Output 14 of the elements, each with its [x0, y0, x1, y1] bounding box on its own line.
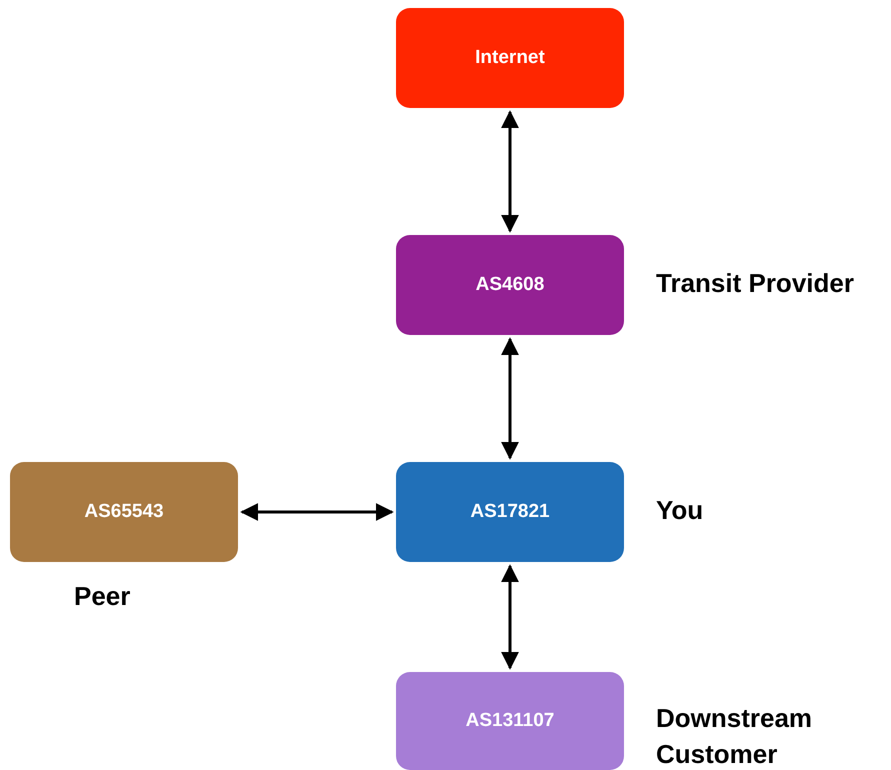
role-label: Peer [74, 580, 132, 613]
node-label: AS131107 [466, 710, 554, 732]
double-arrow [240, 503, 394, 521]
role-label: You [656, 494, 704, 527]
role-label: Downstream Customer [656, 702, 814, 770]
double-arrow [501, 337, 519, 460]
double-arrow [501, 110, 519, 233]
node-label: AS4608 [476, 274, 544, 296]
node-label: Internet [475, 47, 545, 69]
node-label: AS65543 [84, 501, 164, 523]
role-label: Transit Provider [656, 267, 855, 300]
double-arrow [501, 564, 519, 670]
process-box [396, 8, 624, 108]
node-label: AS17821 [470, 501, 550, 523]
